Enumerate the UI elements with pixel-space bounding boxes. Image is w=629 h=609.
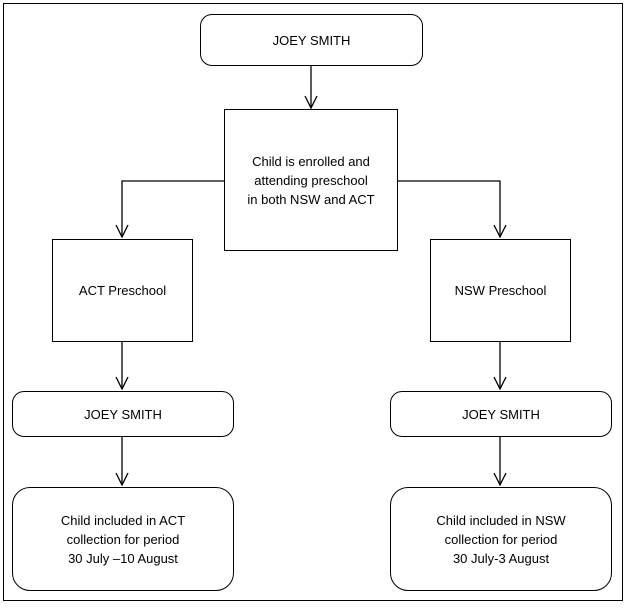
act-preschool-label: ACT Preschool: [78, 283, 167, 298]
act-preschool-node: ACT Preschool: [52, 239, 193, 342]
act-name-label: JOEY SMITH: [84, 406, 162, 422]
act-result-node: Child included in ACT collection for per…: [12, 487, 234, 591]
arrow-enrolled-to-act: [122, 180, 224, 237]
enrolled-node: Child is enrolled and attending preschoo…: [224, 109, 398, 251]
nsw-result-label: Child included in NSW collection for per…: [436, 512, 566, 566]
diagram-frame: [3, 3, 623, 601]
nsw-preschool-node: NSW Preschool: [430, 239, 571, 342]
arrow-enrolled-to-nsw: [398, 180, 500, 237]
top-name-node: JOEY SMITH: [200, 14, 423, 66]
nsw-result-node: Child included in NSW collection for per…: [390, 487, 612, 591]
nsw-name-node: JOEY SMITH: [390, 391, 612, 437]
top-name-label: JOEY SMITH: [272, 32, 351, 48]
act-name-node: JOEY SMITH: [12, 391, 234, 437]
nsw-name-label: JOEY SMITH: [462, 406, 540, 422]
nsw-preschool-label: NSW Preschool: [454, 283, 547, 298]
enrolled-label: Child is enrolled and attending preschoo…: [247, 153, 375, 207]
act-result-label: Child included in ACT collection for per…: [60, 512, 186, 566]
